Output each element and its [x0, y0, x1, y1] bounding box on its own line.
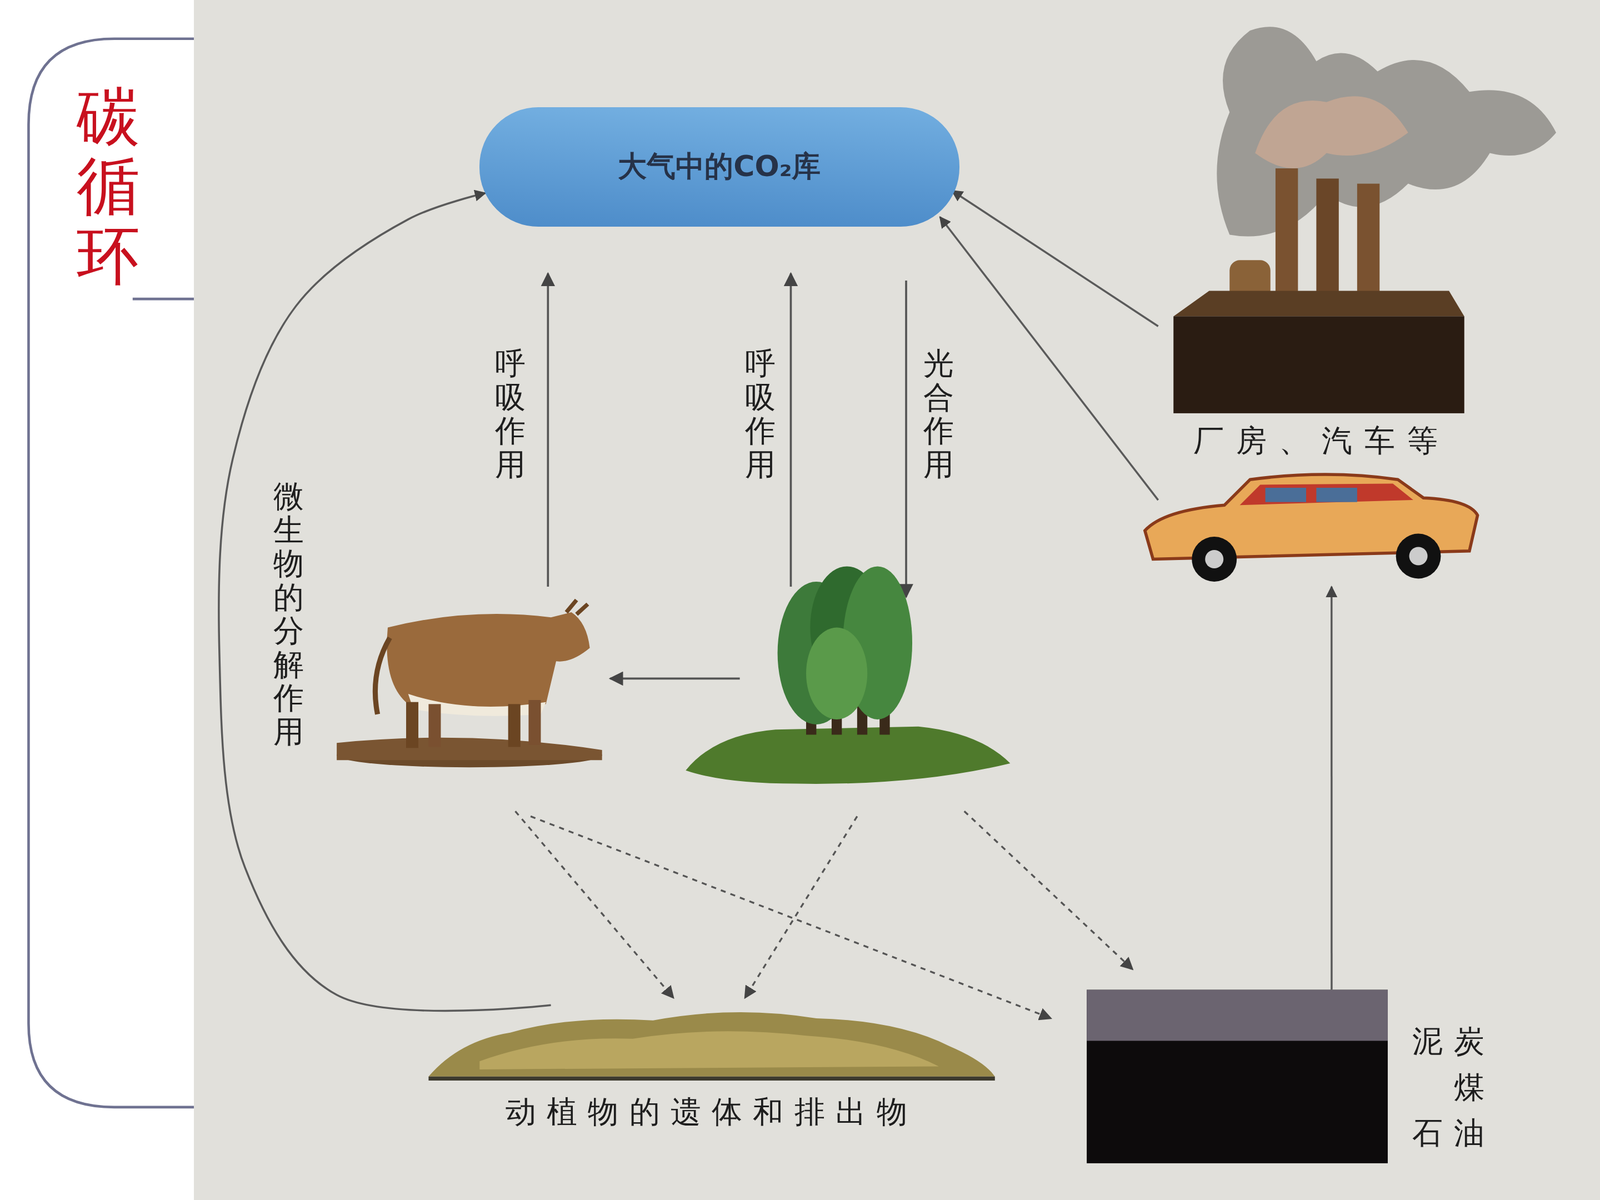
car-part: [1396, 533, 1442, 579]
dashed-arrows-part: [745, 816, 858, 998]
cow: [336, 600, 603, 768]
slide-bracket-part: [28, 38, 194, 1108]
flow-arrows-part: [546, 273, 549, 587]
cow-part: [528, 700, 541, 745]
car-part: [1205, 550, 1224, 569]
title-holder: 碳循环: [76, 81, 140, 291]
node-text: 厂房、汽车等: [1193, 420, 1450, 462]
trees-part: [806, 627, 868, 720]
car: [1145, 474, 1478, 582]
factory-part: [1216, 26, 1557, 237]
connector: [1330, 586, 1333, 990]
connector: [952, 190, 1159, 327]
label-holder: 呼吸作用: [495, 346, 526, 482]
fossil-fuel-layer-part: [1086, 990, 1388, 1164]
car-part: [1191, 536, 1237, 582]
remains-pile: [428, 1012, 995, 1079]
process-label: 光合作用: [923, 346, 954, 482]
label-holder: 呼吸作用: [745, 346, 776, 482]
car-part: [1265, 487, 1307, 503]
cow-part: [428, 703, 441, 747]
cow-part: [336, 737, 603, 761]
cow-part: [508, 703, 521, 747]
process-label: 呼吸作用: [495, 346, 526, 482]
cow-part: [386, 612, 590, 709]
node-text: 动植物的遗体和排出物: [505, 1091, 919, 1133]
trees: [685, 566, 1010, 784]
slide-bracket: [28, 38, 194, 1108]
car-part: [1240, 483, 1414, 506]
dashed-arrows-part: [964, 811, 1133, 970]
panel-ground: [193, 0, 1600, 1200]
dashed-arrows: [515, 811, 1133, 1019]
connector: [940, 217, 1159, 501]
fossil-fuel: 泥炭 煤 石油: [1086, 990, 1495, 1164]
fossil-fuel-layer-part: [1086, 990, 1388, 1042]
factory-part: [1316, 178, 1339, 307]
emission-source: 厂房、汽车等: [1158, 20, 1485, 587]
edge-label: 微生物的分解作用: [273, 479, 304, 749]
remains-pile-part: [428, 1076, 995, 1081]
co2-pool: 大气中的CO₂库: [479, 107, 959, 227]
node-text: 泥炭 煤 石油: [1406, 1018, 1495, 1157]
car-part: [1409, 546, 1428, 565]
cow-part: [406, 702, 419, 749]
label-holder: 微生物的分解作用: [273, 479, 304, 749]
remains-pile-part: [428, 1012, 995, 1077]
node-text: 大气中的CO₂库: [617, 147, 821, 187]
factory-part: [1173, 316, 1464, 413]
factory-part: [1173, 290, 1464, 317]
dashed-arrows-part: [515, 811, 674, 998]
factory-part: [1275, 168, 1298, 307]
cow-part: [566, 600, 588, 615]
slide-title: 碳循环: [76, 81, 140, 291]
factory: [1173, 26, 1557, 414]
factory-part: [1357, 183, 1380, 307]
trees-part: [685, 726, 1010, 784]
process-label: 呼吸作用: [745, 346, 776, 482]
car-part: [1316, 487, 1357, 503]
cow-part: [375, 637, 390, 715]
slide-bracket-part: [132, 297, 194, 301]
flow-arrows-part: [905, 280, 908, 597]
dashed-arrows-part: [530, 816, 1052, 1019]
factory-part: [1255, 96, 1409, 169]
remains-pile-part: [479, 1031, 939, 1070]
connector: [218, 193, 552, 1012]
remains-pile: 动植物的遗体和排出物: [428, 1005, 995, 1133]
flow-arrows-part: [610, 677, 740, 680]
label-holder: 光合作用: [923, 346, 954, 482]
flow-arrows-part: [790, 273, 793, 587]
fossil-fuel-layer: [1086, 990, 1388, 1164]
